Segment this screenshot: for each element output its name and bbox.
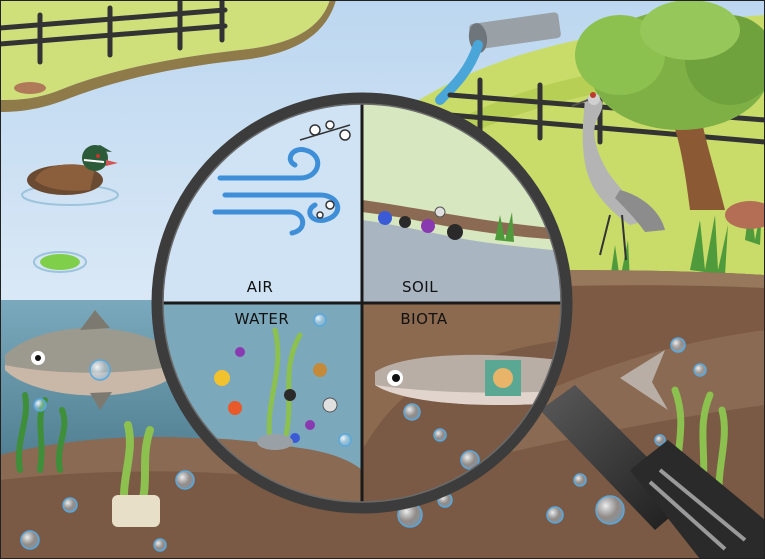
- label-soil: SOIL: [402, 278, 438, 296]
- lily-pad: [33, 251, 87, 273]
- magnifying-glass-ring: [151, 92, 573, 514]
- soil-contaminants-icon: [378, 206, 463, 240]
- wind-icon: [212, 147, 340, 236]
- quadrant-dividers: [157, 98, 567, 508]
- wood-duck: [21, 145, 119, 206]
- bubbles: [20, 313, 707, 552]
- label-air: AIR: [247, 278, 274, 296]
- upper-left-bank: [0, 0, 330, 100]
- crane-bird: [571, 92, 665, 261]
- upper-fence: [0, 0, 228, 65]
- tree: [575, 0, 765, 210]
- fish-tail: [620, 350, 668, 410]
- coral-block: [112, 495, 160, 527]
- water-contaminants-icon: [214, 347, 338, 443]
- label-biota: BIOTA: [400, 310, 448, 328]
- soil-grass: [495, 212, 514, 242]
- water-plant: [266, 327, 303, 443]
- airborne-particles-icon: [299, 120, 351, 219]
- magnifier-handle: [540, 385, 765, 559]
- drain-pipe: [435, 12, 561, 105]
- label-water: WATER: [235, 310, 290, 328]
